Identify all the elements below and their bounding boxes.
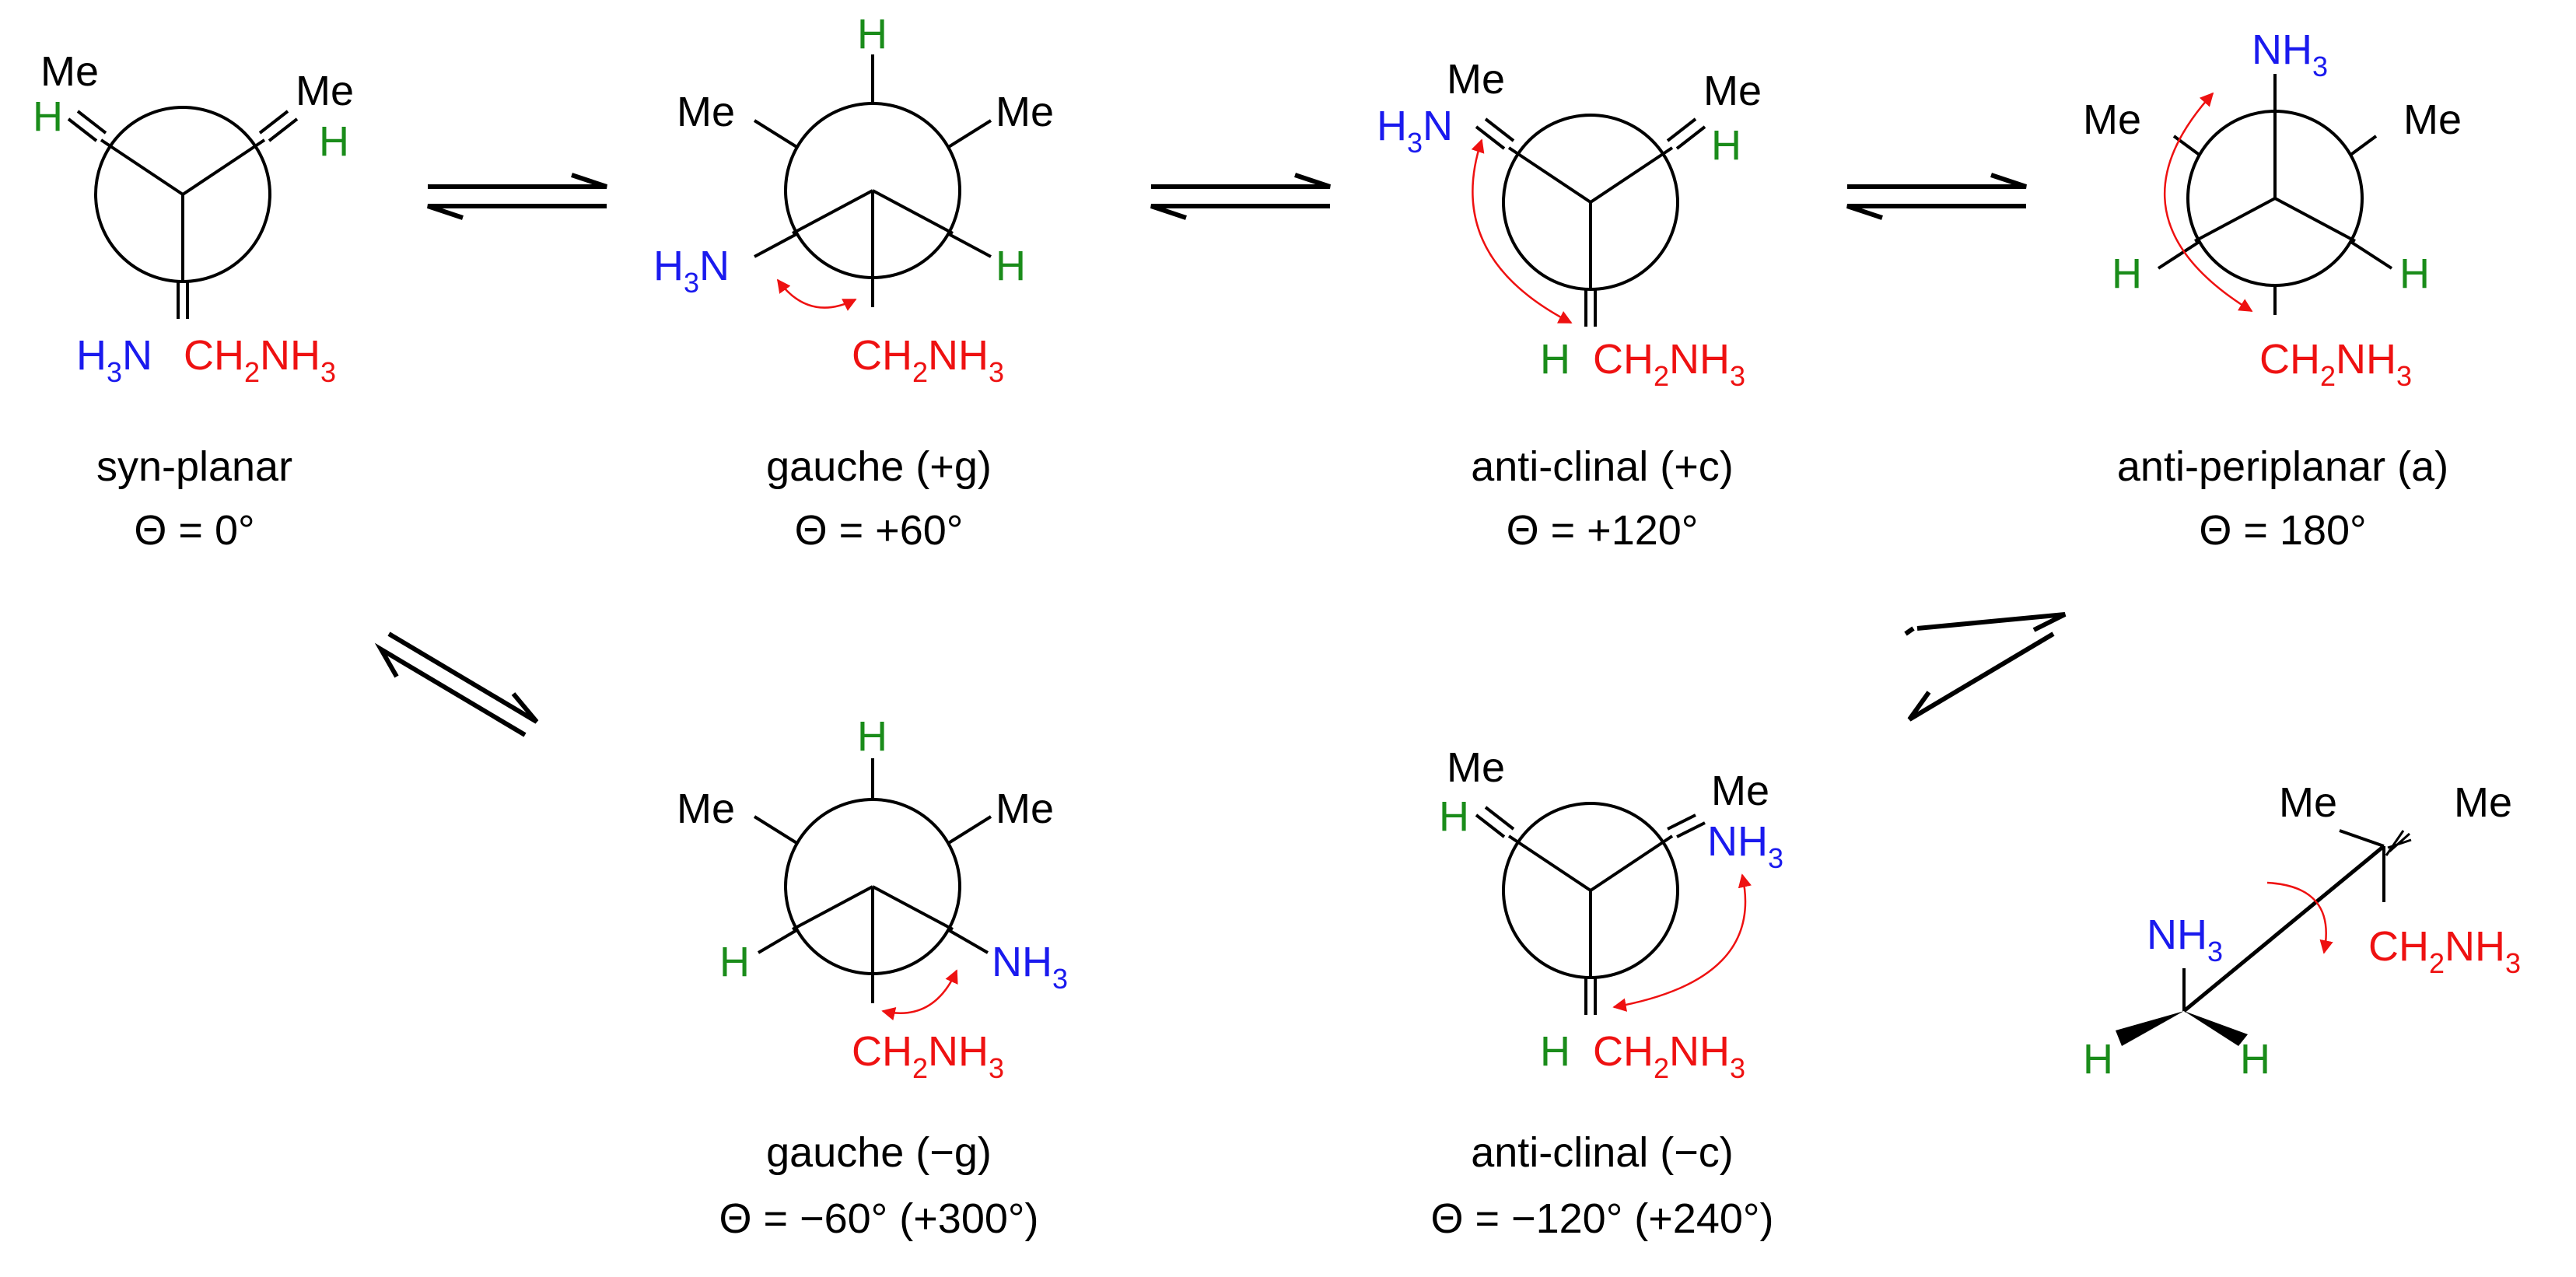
label-h: H (1540, 336, 1570, 383)
newman-gauche-minus: H Me Me H NH3 CH2NH3 (677, 713, 1068, 1084)
label-me: Me (677, 89, 735, 135)
dihedral-angle: Θ = 0° (134, 507, 254, 554)
front-bonds (792, 189, 954, 278)
label-me: Me (2083, 96, 2141, 143)
rotation-arrow (1612, 873, 1752, 1012)
dihedral-angle: Θ = +120° (1507, 507, 1699, 554)
dihedral-angle: Θ = −60° (+300°) (719, 1195, 1039, 1242)
label-me: Me (2279, 779, 2337, 826)
back-bond-n (1667, 813, 1706, 838)
back-bond-h (1475, 806, 1515, 838)
rotation-arrow (881, 969, 958, 1021)
label-h: H (2240, 1036, 2270, 1083)
bond-to-me (2339, 829, 2385, 848)
label-h3n: H3N (76, 332, 152, 388)
back-bond-h (1584, 289, 1597, 327)
label-ch2nh3: CH2NH3 (1593, 336, 1745, 392)
label-ch2nh3: CH2NH3 (2368, 923, 2521, 979)
label-ch2nh3: CH2NH3 (852, 1028, 1004, 1084)
newman-antiperiplanar: NH3 Me Me H H CH2NH3 (2083, 26, 2462, 392)
back-bonds (2157, 74, 2393, 315)
label-me: Me (2454, 779, 2512, 826)
equilibrium-arrow (1904, 612, 2067, 722)
label-h: H (1711, 122, 1741, 169)
label-me: Me (996, 89, 1054, 135)
label-me: Me (296, 68, 354, 114)
front-bonds (100, 138, 266, 282)
label-me: Me (1447, 744, 1505, 791)
label-h: H (1540, 1028, 1570, 1075)
conformer-name: gauche (+g) (766, 443, 992, 490)
sawhorse-structure: NH3 Me Me CH2NH3 H H (2083, 779, 2521, 1083)
conformer-name: anti-clinal (+c) (1471, 443, 1734, 490)
label-h: H (33, 93, 63, 140)
wedge-bond (2184, 1011, 2248, 1046)
conformer-name: anti-clinal (−c) (1471, 1129, 1734, 1176)
label-h: H (1439, 793, 1469, 840)
rotation-arrow (1471, 138, 1573, 324)
label-h3n: H3N (1377, 103, 1453, 159)
label-h: H (996, 243, 1026, 289)
label-nh3: NH3 (992, 939, 1068, 995)
central-bond (2182, 845, 2385, 1013)
rotation-arrow (2266, 881, 2333, 954)
label-ch2nh3: CH2NH3 (1593, 1028, 1745, 1084)
front-bonds (1507, 834, 1674, 978)
label-ch2nh3: CH2NH3 (184, 332, 336, 388)
newman-gauche-plus: H Me Me H3N H CH2NH3 (653, 11, 1054, 388)
newman-anticlinal-minus: Me H Me NH3 H CH2NH3 (1439, 744, 1783, 1084)
back-bond-h (67, 110, 107, 142)
equilibrium-arrow (427, 173, 607, 220)
label-h: H (2112, 250, 2142, 297)
label-h: H (2399, 250, 2430, 297)
label-me: Me (996, 785, 1054, 832)
label-ch2nh3: CH2NH3 (852, 332, 1004, 388)
conformer-name: syn-planar (96, 443, 292, 490)
back-bond-h (1666, 117, 1706, 150)
equilibrium-arrow (1150, 173, 1331, 220)
conformer-name: gauche (−g) (766, 1129, 992, 1176)
back-bond-n (177, 282, 189, 319)
back-bond-n (1475, 117, 1515, 150)
label-h: H (857, 713, 887, 760)
label-h: H (857, 11, 887, 58)
label-me: Me (2403, 96, 2462, 143)
wedge-bond (2116, 1011, 2184, 1046)
label-h: H (719, 939, 750, 985)
dihedral-angle: Θ = +60° (795, 507, 964, 554)
back-bonds (753, 758, 992, 1003)
label-ch2nh3: CH2NH3 (2259, 336, 2412, 392)
conformer-name: anti-periplanar (a) (2117, 443, 2448, 490)
rotation-arrow (776, 278, 857, 311)
front-bonds (792, 885, 954, 974)
label-me: Me (1447, 56, 1505, 103)
equilibrium-arrow (1846, 173, 2027, 220)
newman-anticlinal-plus: Me H3N Me H H CH2NH3 (1377, 56, 1762, 392)
label-h: H (2083, 1036, 2113, 1083)
label-me: Me (677, 785, 735, 832)
hashed-bond (2385, 830, 2412, 856)
label-nh3: NH3 (2147, 911, 2223, 967)
dihedral-angle: Θ = −120° (+240°) (1431, 1195, 1774, 1242)
rotation-arrow (2164, 92, 2253, 313)
back-bonds (753, 54, 992, 307)
label-h3n: H3N (653, 243, 730, 299)
label-h: H (319, 118, 349, 165)
newman-syn-planar: Me H Me H H3N CH2NH3 (33, 48, 354, 388)
back-bond-h (1584, 978, 1597, 1015)
label-me: Me (1711, 768, 1769, 814)
dihedral-angle: Θ = 180° (2199, 507, 2366, 554)
label-nh3: NH3 (1707, 818, 1783, 874)
back-bond-h (258, 110, 299, 142)
equilibrium-arrow (374, 632, 539, 737)
label-me: Me (1703, 68, 1762, 114)
label-nh3: NH3 (2252, 26, 2328, 82)
label-me: Me (40, 48, 99, 95)
